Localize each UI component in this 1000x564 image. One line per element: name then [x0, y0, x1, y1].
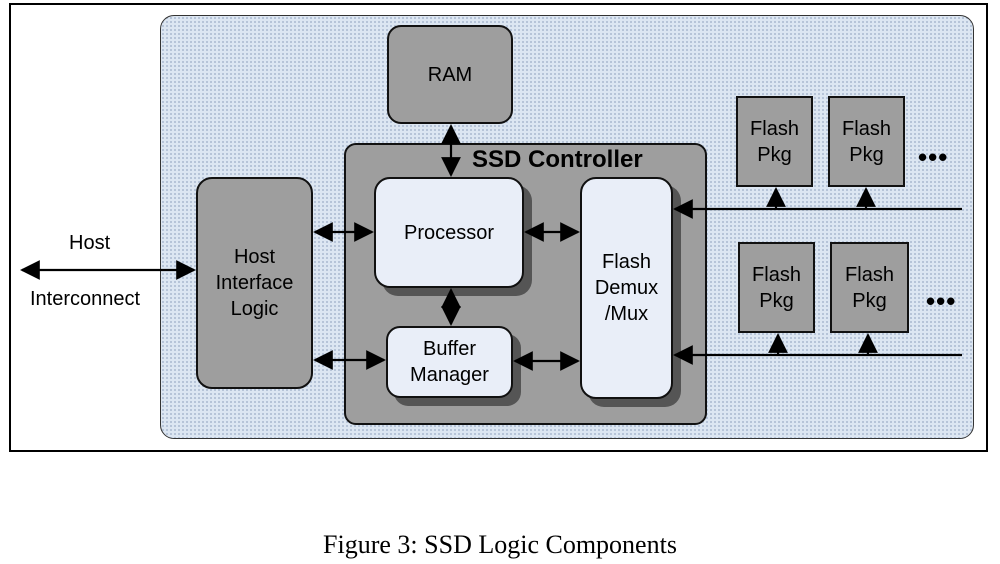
hil-line-2: Interface [215, 272, 294, 294]
hil-line-3: Logic [230, 298, 279, 320]
flash-pkg-label: Flash [752, 263, 801, 286]
flash-pkg-label: Pkg [852, 289, 887, 312]
flash-pkg-bottom-2: Flash Pkg [830, 242, 909, 333]
ssd-controller-title: SSD Controller [472, 146, 643, 173]
flash-pkg-top-1: Flash Pkg [736, 96, 813, 187]
demux-line-2: Demux [594, 277, 659, 299]
buffer-manager-block: Buffer Manager [386, 326, 513, 398]
flash-demux-block: Flash Demux /Mux [580, 177, 673, 399]
host-label: Host [69, 232, 111, 254]
flash-pkg-label: Pkg [849, 143, 884, 166]
ellipsis-top: ••• [918, 142, 949, 172]
demux-line-1: Flash [602, 251, 651, 273]
interconnect-label: Interconnect [30, 288, 141, 310]
host-interface-logic-block: Host Interface Logic [196, 177, 313, 389]
ellipsis-bottom: ••• [926, 286, 957, 316]
flash-pkg-top-2: Flash Pkg [828, 96, 905, 187]
demux-line-3: /Mux [604, 303, 649, 325]
hil-line-1: Host [233, 246, 276, 268]
processor-label: Processor [403, 221, 495, 244]
flash-pkg-bottom-1: Flash Pkg [738, 242, 815, 333]
processor-block: Processor [374, 177, 524, 288]
figure-caption: Figure 3: SSD Logic Components [323, 530, 677, 559]
flash-pkg-label: Flash [845, 263, 894, 286]
flash-pkg-label: Flash [750, 117, 799, 140]
buffer-line-2: Manager [410, 364, 489, 386]
flash-pkg-label: Pkg [757, 143, 792, 166]
ram-block: RAM [387, 25, 513, 124]
flash-pkg-label: Flash [842, 117, 891, 140]
flash-pkg-label: Pkg [759, 289, 794, 312]
ram-label: RAM [427, 63, 473, 86]
buffer-line-1: Buffer [423, 338, 476, 360]
